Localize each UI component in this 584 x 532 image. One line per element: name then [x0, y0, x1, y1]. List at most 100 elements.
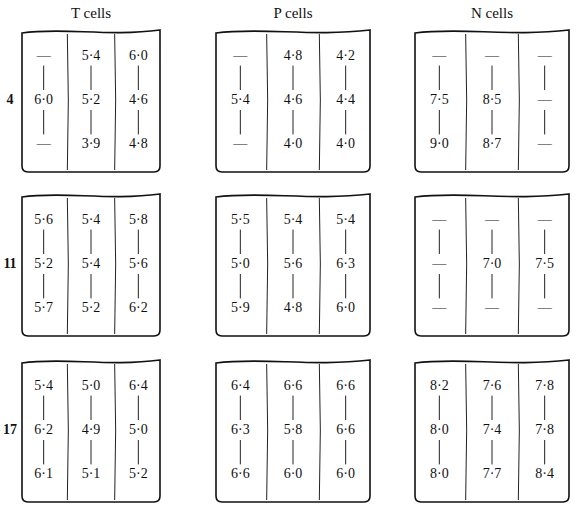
column-header: P cells [273, 6, 312, 21]
cell-value: 5·4 [82, 49, 101, 63]
cell-value: 5·7 [34, 301, 53, 315]
cell-link [492, 440, 493, 464]
cell-value: 8·5 [483, 93, 502, 107]
cell-value: — [432, 301, 446, 315]
row-label: 11 [3, 257, 16, 271]
cell-value: 7·8 [535, 379, 554, 393]
cell-link [138, 440, 139, 464]
cell-value: 5·8 [284, 423, 303, 437]
cell-link [43, 274, 44, 298]
tissue-panel: —4·84·25·44·64·4—4·04·0 [214, 26, 372, 174]
cell-value: 4·6 [284, 93, 303, 107]
column-divider [67, 34, 68, 170]
cell-value: 8·0 [430, 467, 449, 481]
cell-value: 7·6 [483, 379, 502, 393]
cell-value: 5·4 [336, 213, 355, 227]
panel-border [415, 360, 569, 502]
column-divider [115, 364, 116, 500]
cell-value: 5·6 [34, 213, 53, 227]
cell-value: 8·2 [430, 379, 449, 393]
panel-border [22, 360, 160, 502]
column-divider [267, 34, 268, 170]
cell-value: 8·7 [483, 137, 502, 151]
cell-link [138, 274, 139, 298]
column-divider [67, 198, 68, 334]
cell-value: 5·0 [231, 257, 250, 271]
cell-link [492, 110, 493, 134]
column-divider [67, 364, 68, 500]
cell-value: 8·4 [535, 467, 554, 481]
cell-value: — [233, 137, 247, 151]
panel-border [22, 30, 160, 172]
cell-value: 7·7 [483, 467, 502, 481]
column-divider [319, 364, 320, 500]
cell-value: — [538, 93, 552, 107]
column-divider [466, 34, 467, 170]
cell-value: 5·6 [129, 257, 148, 271]
cell-value: 6·3 [336, 257, 355, 271]
cell-value: 4·8 [129, 137, 148, 151]
cell-link [43, 230, 44, 254]
cell-value: 7·8 [535, 423, 554, 437]
cell-value: — [538, 137, 552, 151]
cell-value: 6·2 [129, 301, 148, 315]
cell-value: — [432, 49, 446, 63]
cell-value: 5·4 [82, 257, 101, 271]
cell-value: 9·0 [430, 137, 449, 151]
tissue-panel: 6·46·66·66·35·86·66·66·06·0 [214, 356, 372, 504]
cell-value: 4·9 [82, 423, 101, 437]
cell-link [492, 66, 493, 90]
cell-value: 6·2 [34, 423, 53, 437]
cell-value: 6·3 [231, 423, 250, 437]
cell-link [240, 110, 241, 134]
cell-value: — [485, 213, 499, 227]
cell-link [293, 396, 294, 420]
cell-link [138, 230, 139, 254]
cell-value: 6·0 [284, 467, 303, 481]
cell-value: 7·5 [535, 257, 554, 271]
column-divider [466, 364, 467, 500]
cell-value: 5·4 [284, 213, 303, 227]
cell-link [240, 230, 241, 254]
tissue-panel: 5·45·06·46·24·95·06·15·15·2 [20, 356, 162, 504]
cell-value: — [37, 137, 51, 151]
cell-value: 7·0 [483, 257, 502, 271]
tissue-panel: —5·46·06·05·24·6—3·94·8 [20, 26, 162, 174]
cell-value: 5·4 [34, 379, 53, 393]
cell-link [345, 110, 346, 134]
cell-link [43, 110, 44, 134]
cell-link [439, 110, 440, 134]
column-header: N cells [471, 6, 513, 21]
cell-value: — [432, 213, 446, 227]
cell-link [544, 66, 545, 90]
cell-link [544, 110, 545, 134]
column-divider [267, 198, 268, 334]
cell-link [439, 274, 440, 298]
cell-value: — [485, 301, 499, 315]
cell-value: 6·0 [336, 301, 355, 315]
cell-link [43, 66, 44, 90]
tissue-panel: 8·27·67·88·07·47·88·07·78·4 [413, 356, 571, 504]
cell-value: 8·0 [430, 423, 449, 437]
cell-value: 5·5 [231, 213, 250, 227]
cell-value: 5·4 [82, 213, 101, 227]
cell-link [439, 66, 440, 90]
cell-value: 3·9 [82, 137, 101, 151]
cell-value: 5·8 [129, 213, 148, 227]
cell-link [492, 396, 493, 420]
column-divider [518, 198, 519, 334]
cell-value: 7·5 [430, 93, 449, 107]
cell-value: — [538, 49, 552, 63]
cell-link [439, 230, 440, 254]
tissue-panel: ———7·58·5—9·08·7— [413, 26, 571, 174]
cell-link [345, 274, 346, 298]
cell-value: 4·0 [284, 137, 303, 151]
cell-link [293, 66, 294, 90]
cell-link [345, 440, 346, 464]
cell-link [293, 110, 294, 134]
cell-value: 6·0 [34, 93, 53, 107]
panel-border [22, 194, 160, 336]
cell-value: 5·4 [231, 93, 250, 107]
row-label: 4 [7, 93, 14, 107]
cell-value: 5·6 [284, 257, 303, 271]
